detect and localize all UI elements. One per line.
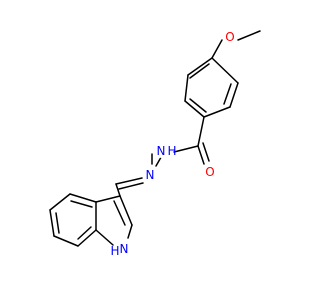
indole-n1-c7a	[95, 229, 114, 246]
imine-double-bond-a	[115, 177, 143, 185]
ring-a-bond-3	[184, 100, 205, 118]
ring-a-bond-4	[203, 106, 231, 118]
indole-benz-3-inner	[55, 212, 60, 234]
imine-nitrogen-atom: N	[143, 168, 157, 182]
carbonyl-double-bond-b	[202, 142, 210, 162]
ring-a-bond-2	[184, 74, 189, 102]
ring-a-bond-5	[229, 82, 239, 108]
imine-nitrogen-label: N	[146, 168, 155, 182]
hydrazide-nitrogen-label: N	[157, 144, 166, 158]
indole-c3-c2-inner	[113, 200, 126, 226]
ring-a-bond-3-inner	[189, 98, 207, 113]
indole-benz-5-inner	[77, 226, 92, 240]
carbonyl-oxygen-atom: O	[203, 165, 217, 179]
molecule-canvas: O O N H N N H	[49, 30, 261, 258]
indole-benz-5	[77, 229, 97, 247]
indole-benz-1	[69, 193, 97, 203]
indole-c3-c3a	[95, 195, 121, 203]
ring-a-bond-1-inner	[189, 63, 210, 79]
bonds	[49, 30, 261, 247]
indole-benz-2	[49, 193, 71, 211]
indole-h-label: H	[110, 244, 119, 258]
aryl-carbonyl-bond	[197, 116, 205, 147]
methoxy-oxygen-label: O	[225, 30, 234, 44]
ch-indole-bond	[115, 183, 121, 197]
carbonyl-double-bond-a	[197, 145, 205, 165]
atom-labels: O O N H N N H	[110, 30, 237, 258]
methyl-o-bond	[237, 30, 261, 41]
indole-nitrogen-atom: N H	[110, 241, 130, 258]
molecule-structure: O O N H N N H	[49, 30, 261, 258]
indole-nitrogen-label: N	[120, 242, 129, 256]
indole-benz-4	[53, 235, 79, 247]
hydrazide-h-label: H	[167, 144, 176, 158]
indole-c2-n1	[127, 224, 133, 239]
carbonyl-nh-bond	[173, 145, 199, 153]
methoxy-oxygen-atom: O	[223, 30, 237, 44]
indole-benz-3	[49, 209, 55, 237]
imine-double-bond-b	[118, 182, 144, 190]
indole-benz-1-inner	[70, 200, 93, 208]
ring-a-bond-5-inner	[223, 83, 232, 105]
hydrazide-nitrogen-atom: N H	[155, 144, 177, 158]
ring-a-bond-1	[187, 57, 213, 76]
o-aryl-bond	[211, 39, 223, 59]
indole-c3-c2	[119, 195, 133, 226]
ring-a-bond-6	[211, 57, 239, 84]
carbonyl-oxygen-label: O	[205, 165, 214, 179]
